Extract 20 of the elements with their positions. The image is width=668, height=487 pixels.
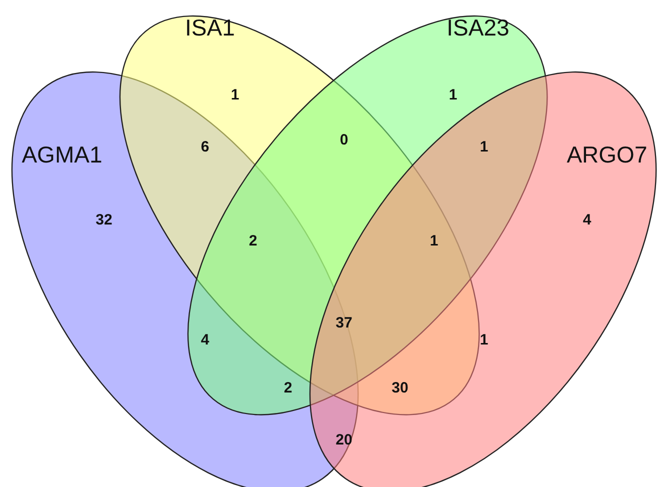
region-count: 2 <box>248 232 258 250</box>
set-label: ISA23 <box>446 14 510 42</box>
region-count: 1 <box>448 86 458 104</box>
region-count: 1 <box>230 86 240 104</box>
region-count: 1 <box>480 332 488 348</box>
region-count: 2 <box>284 380 292 396</box>
venn-ellipse <box>188 16 548 414</box>
region-count: 30 <box>392 380 408 396</box>
region-count: 4 <box>582 212 592 228</box>
region-count: 20 <box>336 432 352 448</box>
region-count: 6 <box>200 138 210 156</box>
set-label: AGMA1 <box>22 141 102 168</box>
set-label: ISA1 <box>185 14 235 42</box>
set-label: ARGO7 <box>566 141 648 168</box>
region-count: 37 <box>336 314 352 332</box>
region-count: 4 <box>200 332 210 348</box>
region-count: 0 <box>340 132 348 148</box>
region-count: 32 <box>96 212 112 228</box>
region-count: 1 <box>430 232 438 250</box>
region-count: 1 <box>480 138 488 156</box>
